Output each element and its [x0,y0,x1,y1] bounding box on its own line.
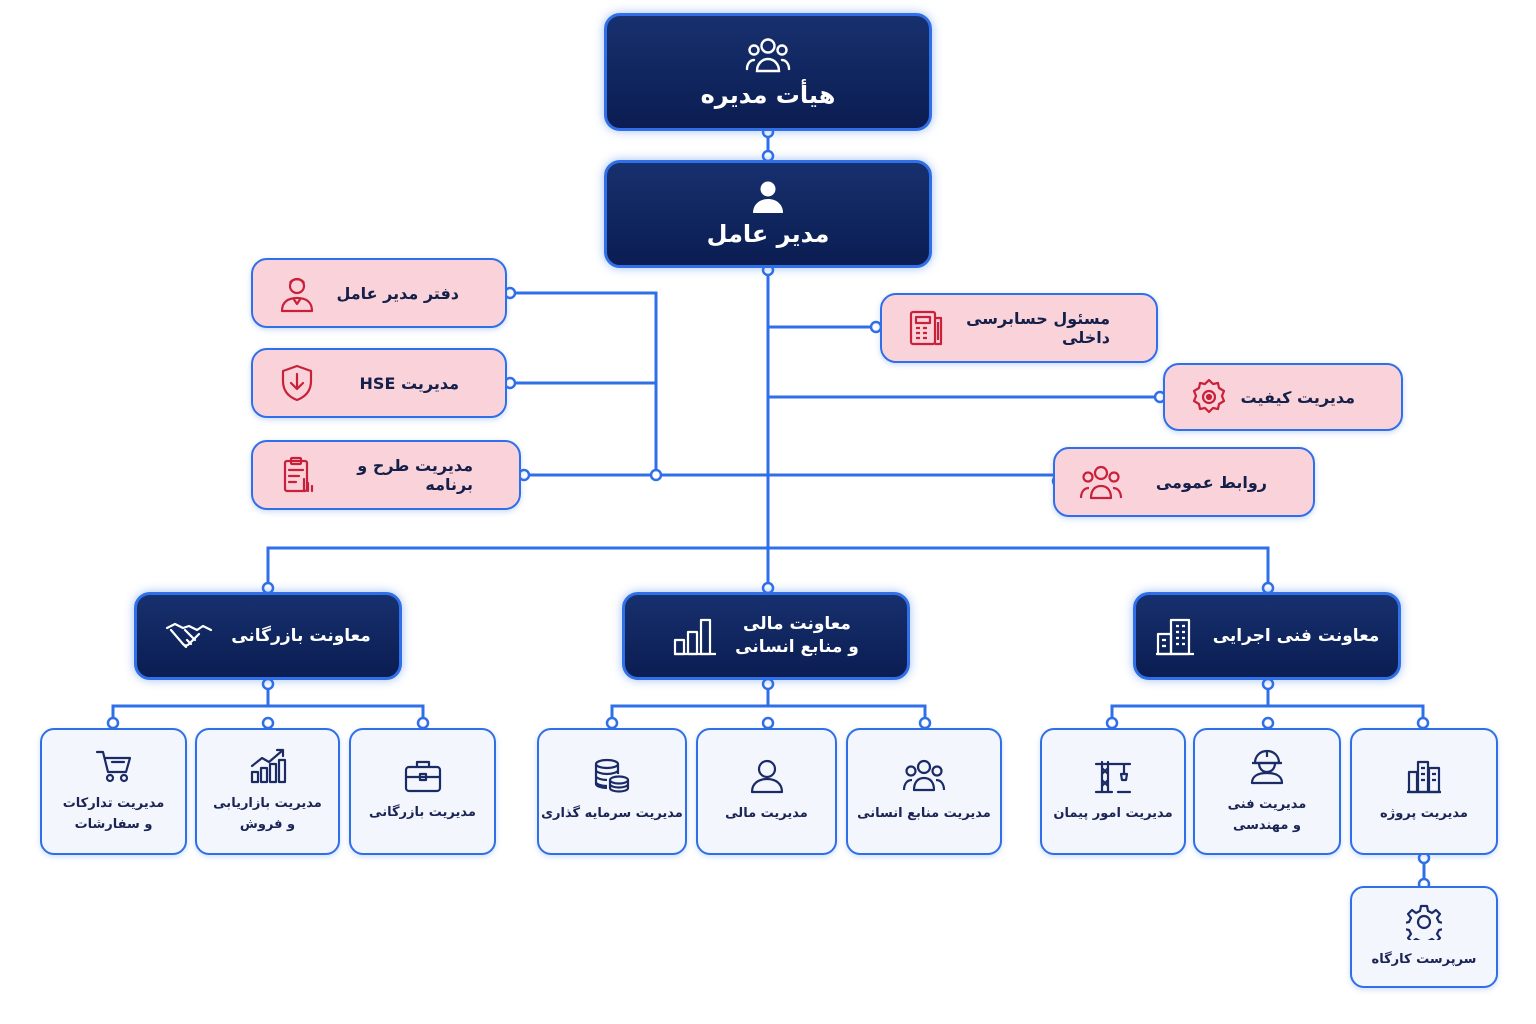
commerce-card: مدیریت بازرگانی [349,728,496,855]
public-relations-box: روابط عمومی [1053,447,1315,517]
ceo-box: مدیر عامل [604,160,932,268]
project-label: مدیریت پروژه [1380,806,1468,822]
bar-chart-icon [673,616,717,656]
procurement-label: مدیریت تدارکات و سفارشات [62,796,165,832]
site-supervisor-label: سرپرست کارگاه [1371,951,1477,967]
ceo-office-box: دفتر مدیر عامل [251,258,507,328]
group-icon [1079,462,1123,502]
finance-deputy-box: معاونت مالی و منابع انسانی [622,592,910,680]
quality-badge-icon [1189,377,1229,417]
handshake-icon [165,618,213,654]
user-icon [751,180,785,214]
marketing-card: مدیریت بازاریابی و فروش [195,728,340,855]
commercial-deputy-box: معاونت بازرگانی [134,592,402,680]
hse-box: مدیریت HSE [251,348,507,418]
group-icon [745,35,791,75]
public-relations-label: روابط عمومی [1155,472,1267,492]
ceo-label: مدیر عامل [706,220,830,248]
crane-icon [1094,758,1132,794]
financial-card: مدیریت مالی [696,728,837,855]
clipboard-icon [277,455,317,495]
audit-document-icon [906,308,946,348]
hr-card: مدیریت منابع انسانی [846,728,1002,855]
quality-box: مدیریت کیفیت [1163,363,1403,431]
technical-deputy-box: معاونت فنی اجرایی [1133,592,1401,680]
contracts-label: مدیریت امور پیمان [1053,806,1173,822]
growth-chart-icon [249,748,287,784]
board-label: هیأت مدیره [700,81,836,109]
hr-label: مدیریت منابع انسانی [857,806,991,822]
finance-deputy-label: معاونت مالی و منابع انسانی [735,614,859,657]
user-icon [749,758,785,794]
gear-icon [1406,904,1442,940]
technical-deputy-label: معاونت فنی اجرایی [1212,625,1380,646]
hse-label: مدیریت HSE [359,373,459,393]
engineer-icon [1248,747,1286,785]
briefcase-icon [404,759,442,793]
commerce-label: مدیریت بازرگانی [369,805,476,821]
planning-label: مدیریت طرح و برنامه [357,456,473,494]
ceo-office-label: دفتر مدیر عامل [336,283,459,303]
person-icon [277,273,317,313]
contracts-card: مدیریت امور پیمان [1040,728,1186,855]
engineering-label: مدیریت فنی و مهندسی [1227,797,1307,833]
planning-box: مدیریت طرح و برنامه [251,440,521,510]
board-of-directors-box: هیأت مدیره [604,13,932,131]
buildings-icon [1155,616,1195,656]
site-supervisor-card: سرپرست کارگاه [1350,886,1498,988]
financial-label: مدیریت مالی [725,806,808,822]
project-card: مدیریت پروژه [1350,728,1498,855]
coins-icon [593,758,631,794]
investment-card: مدیریت سرمایه گذاری [537,728,687,855]
internal-audit-box: مسئول حسابرسی داخلی [880,293,1158,363]
city-icon [1405,758,1443,794]
internal-audit-label: مسئول حسابرسی داخلی [966,309,1110,347]
investment-label: مدیریت سرمایه گذاری [541,806,683,822]
procurement-card: مدیریت تدارکات و سفارشات [40,728,187,855]
group-icon [902,758,946,794]
quality-label: مدیریت کیفیت [1240,387,1355,407]
engineering-card: مدیریت فنی و مهندسی [1193,728,1341,855]
commercial-deputy-label: معاونت بازرگانی [231,625,371,646]
marketing-label: مدیریت بازاریابی و فروش [213,796,322,832]
cart-icon [95,748,133,784]
shield-icon [277,363,317,403]
